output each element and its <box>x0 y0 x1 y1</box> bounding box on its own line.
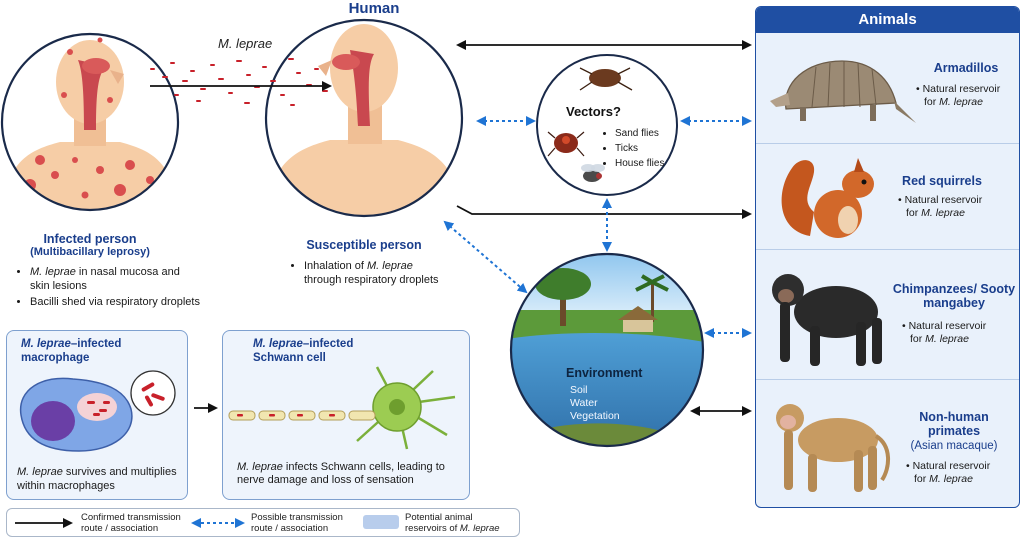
susceptible-bullet: Inhalation of M. leprae through respirat… <box>304 259 444 287</box>
infected-bullet-1: M. leprae in nasal mucosa and skin lesio… <box>30 265 200 293</box>
legend-dotted-arrow <box>191 518 245 528</box>
vector-item-sand-flies: Sand flies <box>615 127 695 140</box>
vectors-illustration <box>536 54 678 196</box>
animal-name-non-human-primates: Non-human primates <box>919 410 989 438</box>
animals-panel: Animals Armadillos • Natural reservoir f… <box>755 6 1020 508</box>
infected-person-bullets: M. leprae in nasal mucosa and skin lesio… <box>18 265 200 311</box>
environment-illustration <box>509 252 705 448</box>
animal-name-red-squirrels: Red squirrels <box>902 174 982 188</box>
infected-bullet-2: Bacilli shed via respiratory droplets <box>30 295 200 309</box>
animal-row-armadillos: Armadillos • Natural reservoir for M. le… <box>756 35 1019 143</box>
squirrel-icon <box>781 158 874 238</box>
bed-bug-icon <box>579 67 633 91</box>
legend-reservoir-label: Potential animal reservoirs of M. leprae <box>405 512 500 534</box>
animal-row-chimpanzees: Chimpanzees/ Sooty mangabey • Natural re… <box>756 249 1019 380</box>
schwann-panel: M. leprae–infected Schwann cell M. lepra… <box>222 330 470 500</box>
environment-list: Soil Water Vegetation <box>570 384 650 423</box>
legend-reservoir-swatch <box>363 515 399 529</box>
neuron-icon <box>228 366 456 450</box>
animal-row-non-human-primates: Non-human primates (Asian macaque) • Nat… <box>756 379 1019 507</box>
environment-item-soil: Soil <box>570 384 588 396</box>
animal-note-non-human-primates: • Natural reservoir for M. leprae <box>906 460 991 485</box>
animal-name-chimpanzees: Chimpanzees/ Sooty mangabey <box>892 282 1016 310</box>
vector-item-ticks: Ticks <box>615 142 695 155</box>
tick-icon <box>547 131 585 157</box>
legend-possible-label: Possible transmission route / associatio… <box>251 512 343 534</box>
vectors-title: Vectors? <box>566 104 621 119</box>
vector-item-house-flies: House flies <box>615 157 695 170</box>
animal-note-armadillos: • Natural reservoir for M. leprae <box>916 83 1001 108</box>
animal-sub-non-human-primates: (Asian macaque) <box>910 440 998 452</box>
animal-note-red-squirrels: • Natural reservoir for M. leprae <box>898 194 983 219</box>
legend: Confirmed transmission route / associati… <box>6 508 520 537</box>
vectors-list: Sand flies Ticks House flies <box>603 127 695 172</box>
animal-note-chimpanzees: • Natural reservoir for M. leprae <box>902 320 987 345</box>
susceptible-person-bullets: Inhalation of M. leprae through respirat… <box>292 259 444 289</box>
chimpanzee-icon <box>772 274 882 366</box>
fly-icon <box>581 164 605 182</box>
pathogen-label: M. leprae <box>218 36 273 51</box>
schwann-note: M. leprae infects Schwann cells, leading… <box>237 461 445 486</box>
legend-solid-arrow <box>15 518 73 528</box>
macaque-icon <box>776 404 890 492</box>
armadillo-icon <box>770 60 916 123</box>
infected-person-subtitle: (Multibacillary leprosy) <box>30 246 150 258</box>
environment-item-vegetation: Vegetation <box>570 410 620 422</box>
macrophage-note: M. leprae survives and multiplies within… <box>17 466 177 492</box>
animal-row-red-squirrels: Red squirrels • Natural reservoir for M.… <box>756 143 1019 250</box>
human-environment-dotted-arrow <box>443 220 528 294</box>
human-to-animals-arrow <box>456 205 752 219</box>
infected-person-title: Infected person <box>43 232 137 246</box>
animals-title: Animals <box>756 7 1019 33</box>
schwann-title: M. leprae–infected Schwann cell <box>253 338 354 364</box>
human-title: Human <box>348 0 400 17</box>
environment-title: Environment <box>566 366 643 380</box>
macrophage-panel: M. leprae–infected macrophage M. leprae … <box>6 330 188 500</box>
susceptible-person-illustration <box>264 18 464 218</box>
infected-person-illustration <box>0 32 180 212</box>
infected-person-caption: Infected person (Multibacillary leprosy) <box>0 232 180 258</box>
environment-item-water: Water <box>570 397 598 409</box>
susceptible-person-title: Susceptible person <box>306 238 422 252</box>
legend-confirmed-label: Confirmed transmission route / associati… <box>81 512 181 534</box>
macrophage-icon <box>19 370 176 452</box>
macrophage-title: M. leprae–infected macrophage <box>21 338 122 364</box>
animal-name-armadillos: Armadillos <box>933 61 999 75</box>
